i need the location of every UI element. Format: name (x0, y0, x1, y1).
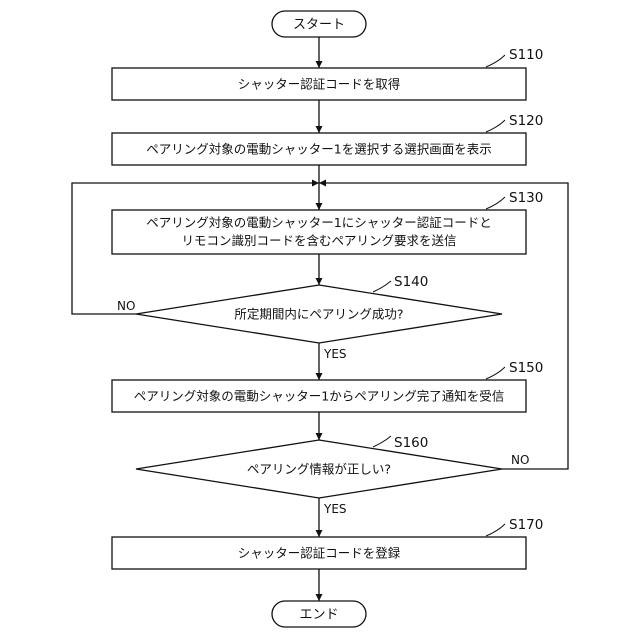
step-s120-text: ペアリング対象の電動シャッター1を選択する選択画面を表示 (146, 142, 491, 157)
step-s110-leader (486, 55, 505, 67)
step-s150-text: ペアリング対象の電動シャッター1からペアリング完了通知を受信 (134, 389, 504, 404)
step-s110-text: シャッター認証コードを取得 (238, 77, 401, 92)
step-s160-text: ペアリング情報が正しい? (247, 462, 391, 477)
step-s160-id: S160 (394, 435, 428, 451)
step-s170-text: シャッター認証コードを登録 (238, 546, 401, 561)
step-s160-leader (373, 436, 391, 447)
step-s120-leader (486, 120, 505, 132)
step-s170-leader (486, 524, 505, 536)
step-s110-id: S110 (509, 47, 543, 63)
step-s120-id: S120 (509, 113, 543, 129)
step-s170-id: S170 (509, 517, 543, 533)
end-label: エンド (299, 608, 338, 623)
step-s140-leader (373, 281, 391, 292)
step-s140-id: S140 (394, 274, 428, 290)
step-s130-leader (486, 197, 505, 209)
step-s140-no-label: NO (117, 299, 135, 313)
step-s130-id: S130 (509, 190, 543, 206)
step-s130-line-1: ペアリング対象の電動シャッター1にシャッター認証コードと (146, 215, 491, 230)
step-s160-no-label: NO (511, 453, 529, 467)
start-label: スタート (293, 18, 345, 33)
step-s150-id: S150 (509, 360, 543, 376)
step-s140-yes-label: YES (323, 347, 347, 361)
step-s160-yes-label: YES (323, 502, 347, 516)
step-s130-line-2: リモコン識別コードを含むペアリング要求を送信 (181, 233, 456, 248)
step-s150-leader (486, 367, 505, 379)
step-s140-text: 所定期間内にペアリング成功? (234, 307, 403, 322)
